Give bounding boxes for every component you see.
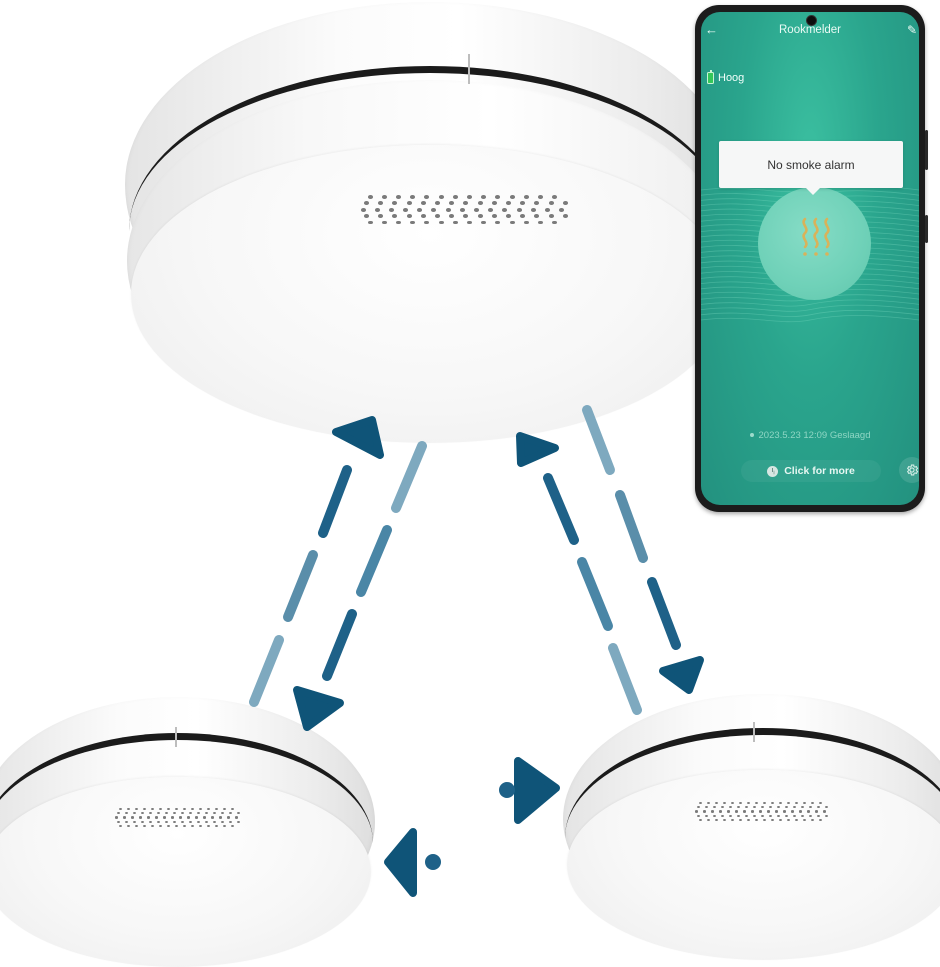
detector-seam xyxy=(565,728,940,948)
edit-icon[interactable]: ✎ xyxy=(906,23,917,37)
arrow-left-down xyxy=(322,441,427,681)
smoke-detector-bottom-right xyxy=(563,692,940,960)
smoke-icon xyxy=(802,217,830,256)
click-for-more-button[interactable]: Click for more xyxy=(741,460,881,482)
detector-face xyxy=(0,777,371,967)
bullet-dot xyxy=(749,433,754,438)
smoke-detector-top xyxy=(125,0,735,445)
battery-level-label: Hoog xyxy=(718,72,745,84)
status-circle[interactable] xyxy=(758,187,871,300)
last-test-record: 2023.5.23 12:09 Geslaagd xyxy=(701,430,919,441)
app-title: Rookmelder xyxy=(779,24,841,36)
click-for-more-label: Click for more xyxy=(784,465,855,477)
arrow-left-up xyxy=(249,465,352,707)
vent-grille xyxy=(357,195,568,227)
detector-seam xyxy=(129,66,731,396)
status-tooltip: No smoke alarm xyxy=(719,141,903,195)
detector-seam xyxy=(0,733,373,953)
front-camera xyxy=(806,15,817,26)
detector-notch xyxy=(753,722,755,742)
clock-icon xyxy=(767,465,779,477)
battery-icon xyxy=(707,70,714,84)
smartphone: ← Rookmelder ✎ Hoog No smoke alarm xyxy=(695,5,928,512)
arrowhead-bottom-right xyxy=(514,757,560,824)
detector-notch xyxy=(175,727,177,747)
detector-face xyxy=(567,770,940,960)
last-test-text: 2023.5.23 12:09 Geslaagd xyxy=(758,430,871,441)
smoke-detector-bottom-left xyxy=(0,695,375,967)
gear-icon xyxy=(906,464,919,476)
arrow-right-up xyxy=(543,473,642,715)
back-arrow-icon[interactable]: ← xyxy=(705,22,718,37)
battery-status: Hoog xyxy=(707,70,745,84)
app-screen: ← Rookmelder ✎ Hoog No smoke alarm xyxy=(701,12,919,505)
arrowhead-right-down xyxy=(659,656,704,694)
vent-grille xyxy=(693,802,828,823)
app-bar: ← Rookmelder ✎ xyxy=(701,22,919,42)
detector-notch xyxy=(468,54,470,84)
arrow-right-down xyxy=(582,405,681,650)
volume-button xyxy=(925,130,928,170)
vent-grille xyxy=(113,808,240,829)
power-button xyxy=(925,215,928,243)
arrowhead-bottom-left xyxy=(384,828,417,897)
settings-button[interactable] xyxy=(899,457,919,483)
detector-face xyxy=(131,145,729,443)
